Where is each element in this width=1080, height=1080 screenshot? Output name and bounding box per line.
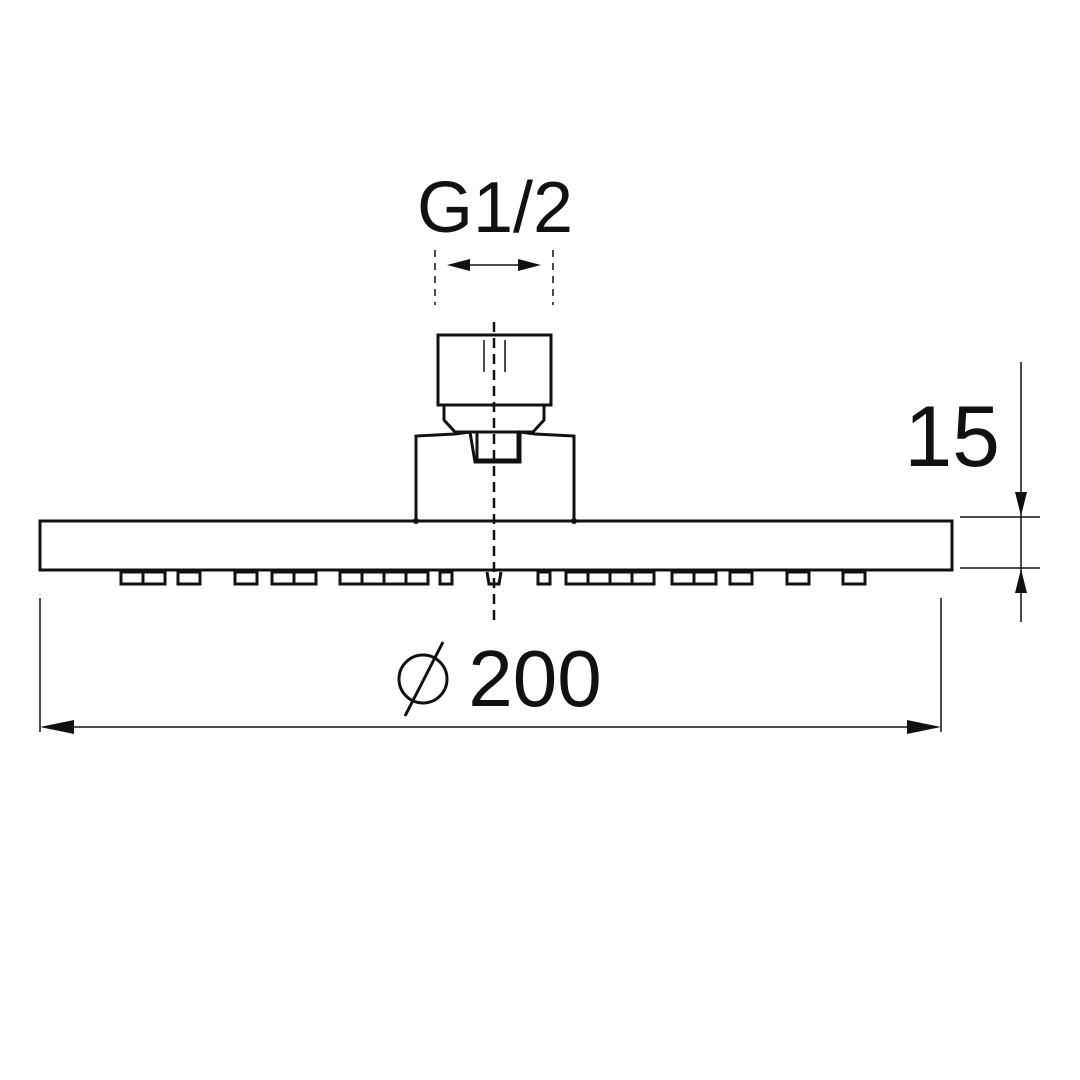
nozzle bbox=[586, 570, 612, 586]
nozzle bbox=[119, 570, 145, 586]
nozzle bbox=[141, 570, 167, 586]
nozzle bbox=[382, 570, 408, 586]
connector-nut bbox=[436, 333, 553, 434]
head-plate bbox=[38, 519, 954, 572]
height-arrow-bottom bbox=[1015, 569, 1027, 593]
nozzle bbox=[564, 570, 590, 586]
diameter-dimension: 200 bbox=[39, 598, 942, 734]
nozzle bbox=[404, 570, 430, 586]
base-inner-notch bbox=[475, 432, 520, 462]
diameter-arrow-right bbox=[907, 720, 941, 734]
nozzle bbox=[785, 570, 811, 586]
nozzle-row bbox=[119, 570, 867, 586]
connector-base bbox=[414, 430, 576, 522]
nozzle bbox=[270, 570, 296, 586]
diameter-symbol bbox=[397, 641, 449, 717]
joint-dot-right bbox=[571, 518, 577, 524]
connector-neck bbox=[442, 405, 546, 434]
nozzle bbox=[360, 570, 386, 586]
base-body bbox=[414, 430, 576, 522]
thread-size-label: G1/2 bbox=[417, 168, 573, 248]
nozzle bbox=[728, 570, 754, 586]
nozzle bbox=[176, 570, 202, 586]
nozzle bbox=[292, 570, 318, 586]
nozzle bbox=[233, 570, 259, 586]
nozzle bbox=[338, 570, 364, 586]
nozzle bbox=[692, 570, 718, 586]
nozzle bbox=[536, 570, 552, 586]
nozzle bbox=[630, 570, 656, 586]
nozzle bbox=[608, 570, 634, 586]
height-dimension: 15 bbox=[904, 362, 1040, 622]
height-label: 15 bbox=[904, 389, 1000, 485]
nozzle bbox=[670, 570, 696, 586]
diameter-arrow-left bbox=[40, 720, 74, 734]
joint-dot-left bbox=[413, 518, 419, 524]
nozzle bbox=[438, 570, 454, 586]
shower-head-plate bbox=[38, 518, 954, 572]
nozzle bbox=[841, 570, 867, 586]
thread-arrow-right bbox=[518, 259, 541, 271]
thread-arrow-left bbox=[447, 259, 470, 271]
diameter-value: 200 bbox=[468, 634, 601, 723]
thread-dimension: G1/2 bbox=[417, 168, 573, 305]
height-arrow-top bbox=[1015, 492, 1027, 516]
